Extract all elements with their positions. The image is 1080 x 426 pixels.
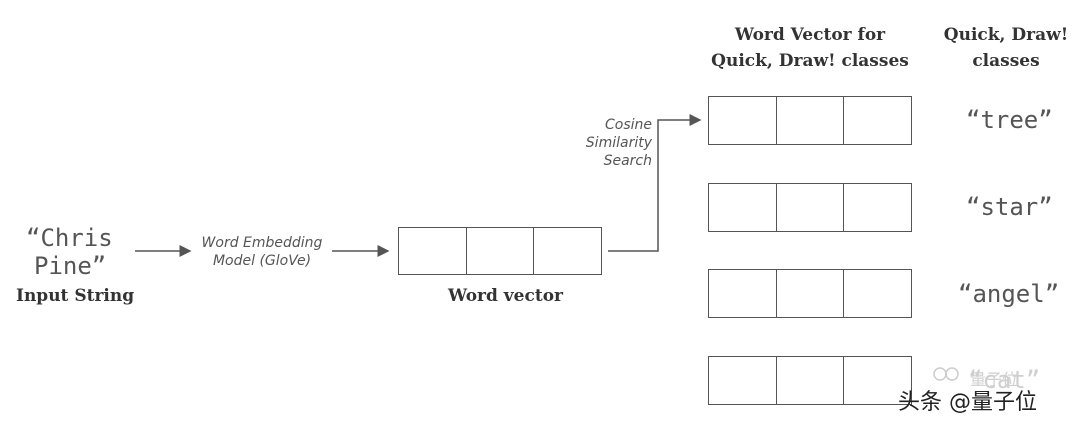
search-line1: Cosine bbox=[604, 117, 652, 133]
class-vector-cell bbox=[777, 357, 845, 404]
class-vector-cell bbox=[777, 270, 845, 317]
word-vector-cell bbox=[534, 228, 601, 274]
classes-header-line2: classes bbox=[972, 51, 1040, 71]
watermark-logo-icon bbox=[930, 364, 964, 388]
class-vector-cell bbox=[709, 97, 777, 144]
class-name-cat: “cat” bbox=[968, 366, 1041, 394]
arrow-vector-to-search bbox=[608, 114, 702, 252]
class-vector-cell bbox=[777, 97, 845, 144]
cosine-similarity-label: Cosine Similarity Search bbox=[560, 116, 652, 170]
class-vector-tree bbox=[708, 96, 912, 145]
class-vector-cell bbox=[777, 184, 845, 231]
class-vector-cell bbox=[844, 97, 911, 144]
class-vector-cat bbox=[708, 356, 912, 405]
class-vector-cell bbox=[709, 270, 777, 317]
input-string-line2: Pine” bbox=[34, 252, 107, 280]
embedding-line1: Word Embedding bbox=[201, 235, 323, 251]
search-line3: Search bbox=[603, 153, 652, 169]
watermark-text: 头条 @量子位 bbox=[898, 390, 1037, 415]
word-vector-label: Word vector bbox=[448, 286, 563, 306]
input-string-label: Input String bbox=[16, 286, 135, 306]
class-vectors-header-line2: Quick, Draw! classes bbox=[711, 51, 909, 71]
classes-header-line1: Quick, Draw! bbox=[943, 25, 1069, 45]
class-vectors-header: Word Vector for Quick, Draw! classes bbox=[708, 22, 912, 74]
class-vectors-header-line1: Word Vector for bbox=[734, 25, 886, 45]
embedding-model-label: Word Embedding Model (GloVe) bbox=[192, 234, 332, 270]
watermark-ghost: 量子位 bbox=[970, 370, 1019, 389]
class-vector-cell bbox=[844, 184, 911, 231]
class-vector-cell bbox=[709, 357, 777, 404]
class-vector-angel bbox=[708, 269, 912, 318]
word-vector-cell bbox=[467, 228, 535, 274]
search-line2: Similarity bbox=[585, 135, 652, 151]
class-vector-cell bbox=[709, 184, 777, 231]
class-name-angel: “angel” bbox=[958, 280, 1060, 308]
class-name-star: “star” bbox=[966, 193, 1053, 221]
embedding-line2: Model (GloVe) bbox=[212, 253, 312, 269]
classes-header: Quick, Draw! classes bbox=[940, 22, 1072, 74]
class-name-tree: “tree” bbox=[966, 106, 1053, 134]
word-vector bbox=[398, 227, 602, 275]
class-vector-star bbox=[708, 183, 912, 232]
word-vector-cell bbox=[399, 228, 467, 274]
class-vector-cell bbox=[844, 270, 911, 317]
input-string-line1: “Chris bbox=[26, 224, 113, 252]
